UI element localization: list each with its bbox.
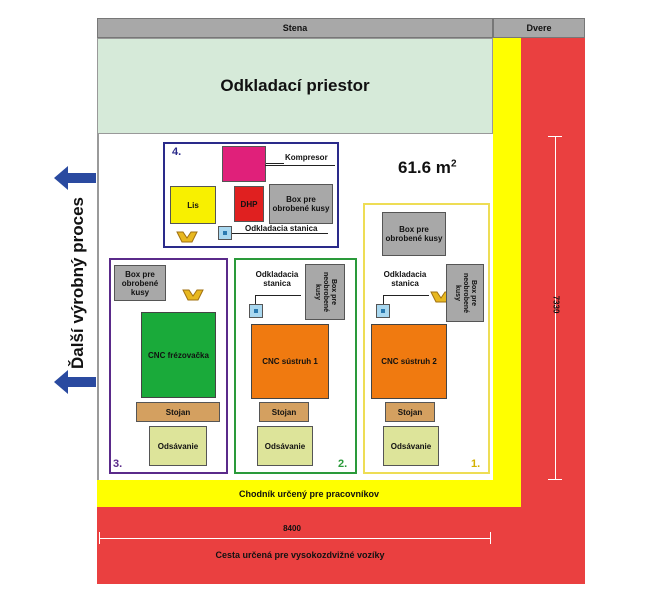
zone-2-stand-label: Stojan — [271, 407, 297, 417]
process-label: Ďalší výrobný proces — [68, 173, 92, 393]
width-dimension-label: 8400 — [283, 524, 301, 533]
area-label: 61.6 m2 — [398, 158, 457, 178]
dhp-box: DHP — [234, 186, 264, 222]
zone-1-stand-label: Stojan — [397, 407, 423, 417]
zone-1 — [363, 203, 490, 474]
zone-2-suction-label: Odsávanie — [264, 441, 306, 451]
cnc-lathe-2: CNC sústruh 2 — [371, 324, 447, 399]
zone-3-number: 3. — [113, 458, 123, 470]
zone-2-number: 2. — [338, 458, 348, 470]
cnc-milling-label: CNC frézovačka — [148, 350, 209, 360]
zone-3-suction: Odsávanie — [149, 426, 207, 466]
door-label: Dvere — [493, 18, 585, 38]
storage-label: Odkladací priestor — [220, 76, 370, 95]
zone-2-station-label: Odkladacia stanica — [255, 270, 299, 288]
dhp-label: DHP — [240, 199, 258, 209]
cnc-lathe-2-label: CNC sústruh 2 — [381, 357, 437, 366]
zone-2 — [234, 258, 357, 474]
zone-1-number: 1. — [471, 458, 481, 470]
forklift-path-label: Cesta určená pre vysokozdvižné vozíky — [215, 550, 385, 560]
compressor-underline — [265, 165, 335, 166]
width-dimension-tick-left — [99, 532, 100, 544]
zone-4-box-label: Box pre obrobené kusy — [272, 195, 330, 213]
zone-3-box-label: Box pre obrobené kusy — [121, 269, 159, 297]
zone-1-station-label: Odkladacia stanica — [383, 270, 427, 288]
walkway-vertical — [493, 38, 521, 480]
zone-2-station-leader — [255, 295, 301, 296]
zone-4-station-leader — [232, 233, 328, 234]
compressor-leader — [266, 163, 284, 164]
width-dimension-tick-right — [490, 532, 491, 544]
arrow-left-icon-bottom — [54, 370, 96, 394]
zone-3-stand: Stojan — [136, 402, 220, 422]
height-dimension-tick-top — [548, 136, 562, 137]
compressor-box — [222, 146, 266, 182]
zone-2-box: Box pre neobrobené kusy — [305, 264, 345, 320]
zone-3-suction-label: Odsávanie — [157, 441, 199, 451]
zone-3 — [109, 258, 228, 474]
zone-1-suction: Odsávanie — [383, 426, 439, 466]
area-exponent: 2 — [450, 158, 457, 170]
zone-3-box: Box pre obrobené kusy — [114, 265, 166, 301]
zone-1-station-dot — [381, 309, 385, 313]
walkway-text: Chodník určený pre pracovníkov — [238, 488, 380, 499]
area-value: 61.6 m — [398, 158, 451, 177]
zone-1-box-label: Box pre obrobené kusy — [385, 225, 443, 243]
storage-area: Odkladací priestor — [97, 38, 493, 134]
press-label: Lis — [187, 200, 199, 210]
cnc-lathe-1: CNC sústruh 1 — [251, 324, 329, 399]
height-dimension-line — [555, 136, 556, 480]
zone-2-stand: Stojan — [259, 402, 309, 422]
zone-4-station-label: Odkladacia stanica — [245, 224, 318, 233]
zone-4-number: 4. — [172, 146, 182, 158]
zone-1-station-leader-v — [383, 295, 384, 305]
height-dimension-value: 7330 — [551, 295, 561, 314]
zone-2-suction: Odsávanie — [257, 426, 313, 466]
zone-1-suction-label: Odsávanie — [390, 441, 432, 451]
wall-label: Stena — [97, 18, 493, 38]
zone-1-station-leader — [383, 295, 429, 296]
arrow-left-icon-top — [54, 166, 96, 190]
zone-2-box-label: Box pre neobrobené kusy — [314, 271, 337, 313]
zone-3-stand-label: Stojan — [165, 407, 191, 417]
zone-1-box: Box pre obrobené kusy — [382, 212, 446, 256]
zone-4-box: Box pre obrobené kusy — [269, 184, 333, 224]
cnc-milling-machine: CNC frézovačka — [141, 312, 216, 398]
zone-1-box-vertical-label: Box pre neobrobené kusy — [454, 272, 477, 314]
walkway-label: Chodník určený pre pracovníkov — [97, 480, 521, 507]
zone-4-station-dot — [223, 231, 227, 235]
width-dimension-line — [99, 538, 491, 539]
process-text: Ďalší výrobný proces — [68, 197, 87, 369]
height-dimension-tick-bottom — [548, 479, 562, 480]
zone-1-stand: Stojan — [385, 402, 435, 422]
zone-4-robot-icon — [176, 231, 198, 243]
zone-4 — [163, 142, 339, 248]
height-dimension-label: 7330 — [552, 285, 561, 325]
zone-2-station-leader-v — [255, 295, 256, 305]
zone-3-robot-icon — [182, 289, 204, 301]
press-box: Lis — [170, 186, 216, 224]
zone-2-station-dot — [254, 309, 258, 313]
compressor-label: Kompresor — [285, 153, 328, 162]
zone-1-box-vertical: Box pre neobrobené kusy — [446, 264, 484, 322]
cnc-lathe-1-label: CNC sústruh 1 — [262, 357, 318, 366]
